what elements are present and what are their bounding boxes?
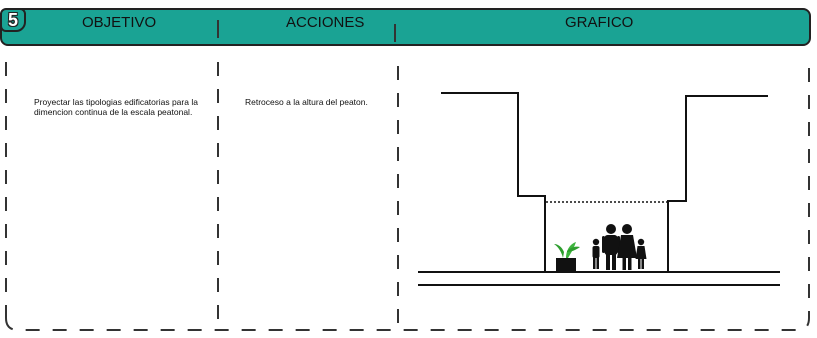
header-divider	[394, 24, 396, 42]
table-header: 5	[0, 8, 811, 46]
header-objetivo: OBJETIVO	[82, 14, 157, 31]
family-silhouette-icon	[592, 224, 647, 270]
header-acciones: ACCIONES	[286, 14, 365, 31]
step-badge: 5	[0, 8, 26, 32]
left-building-profile	[441, 92, 546, 272]
objetivo-text: Proyectar las tipologias edificatorias p…	[34, 97, 198, 117]
planter-with-plant-icon	[554, 242, 580, 271]
bottom-border	[5, 317, 810, 331]
header-divider	[217, 20, 219, 38]
acciones-text: Retroceso a la altura del peaton.	[245, 97, 368, 107]
header-grafico: GRAFICO	[565, 14, 634, 31]
right-building-profile	[667, 95, 768, 272]
